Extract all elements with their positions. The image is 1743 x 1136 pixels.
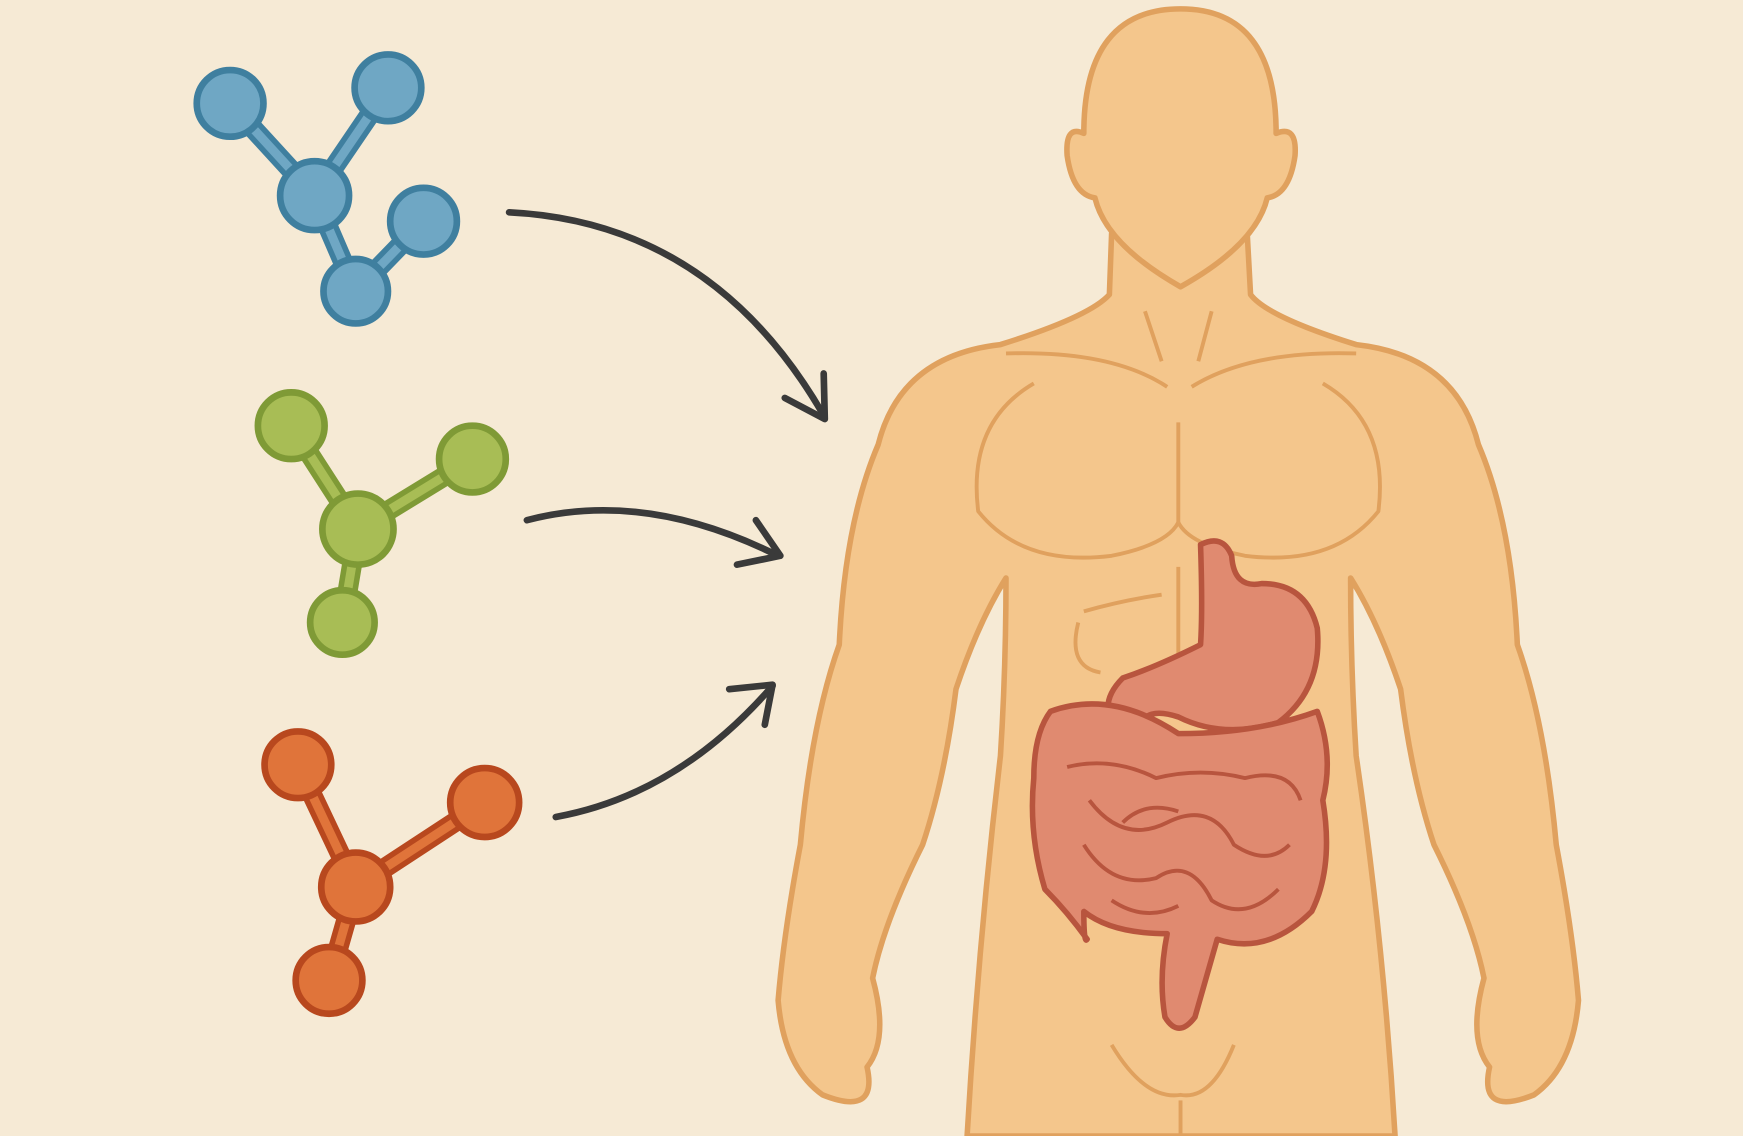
arrow-icon: [523, 507, 784, 568]
blue-molecule-icon: [193, 51, 461, 327]
intestines-icon: [1029, 701, 1331, 1031]
orange-molecule-icon: [261, 728, 523, 1018]
arrow-icon: [552, 681, 776, 821]
green-molecule-icon: [254, 389, 510, 659]
digestive-system-illustration: [1029, 538, 1331, 1031]
arrow-icon: [505, 208, 829, 423]
